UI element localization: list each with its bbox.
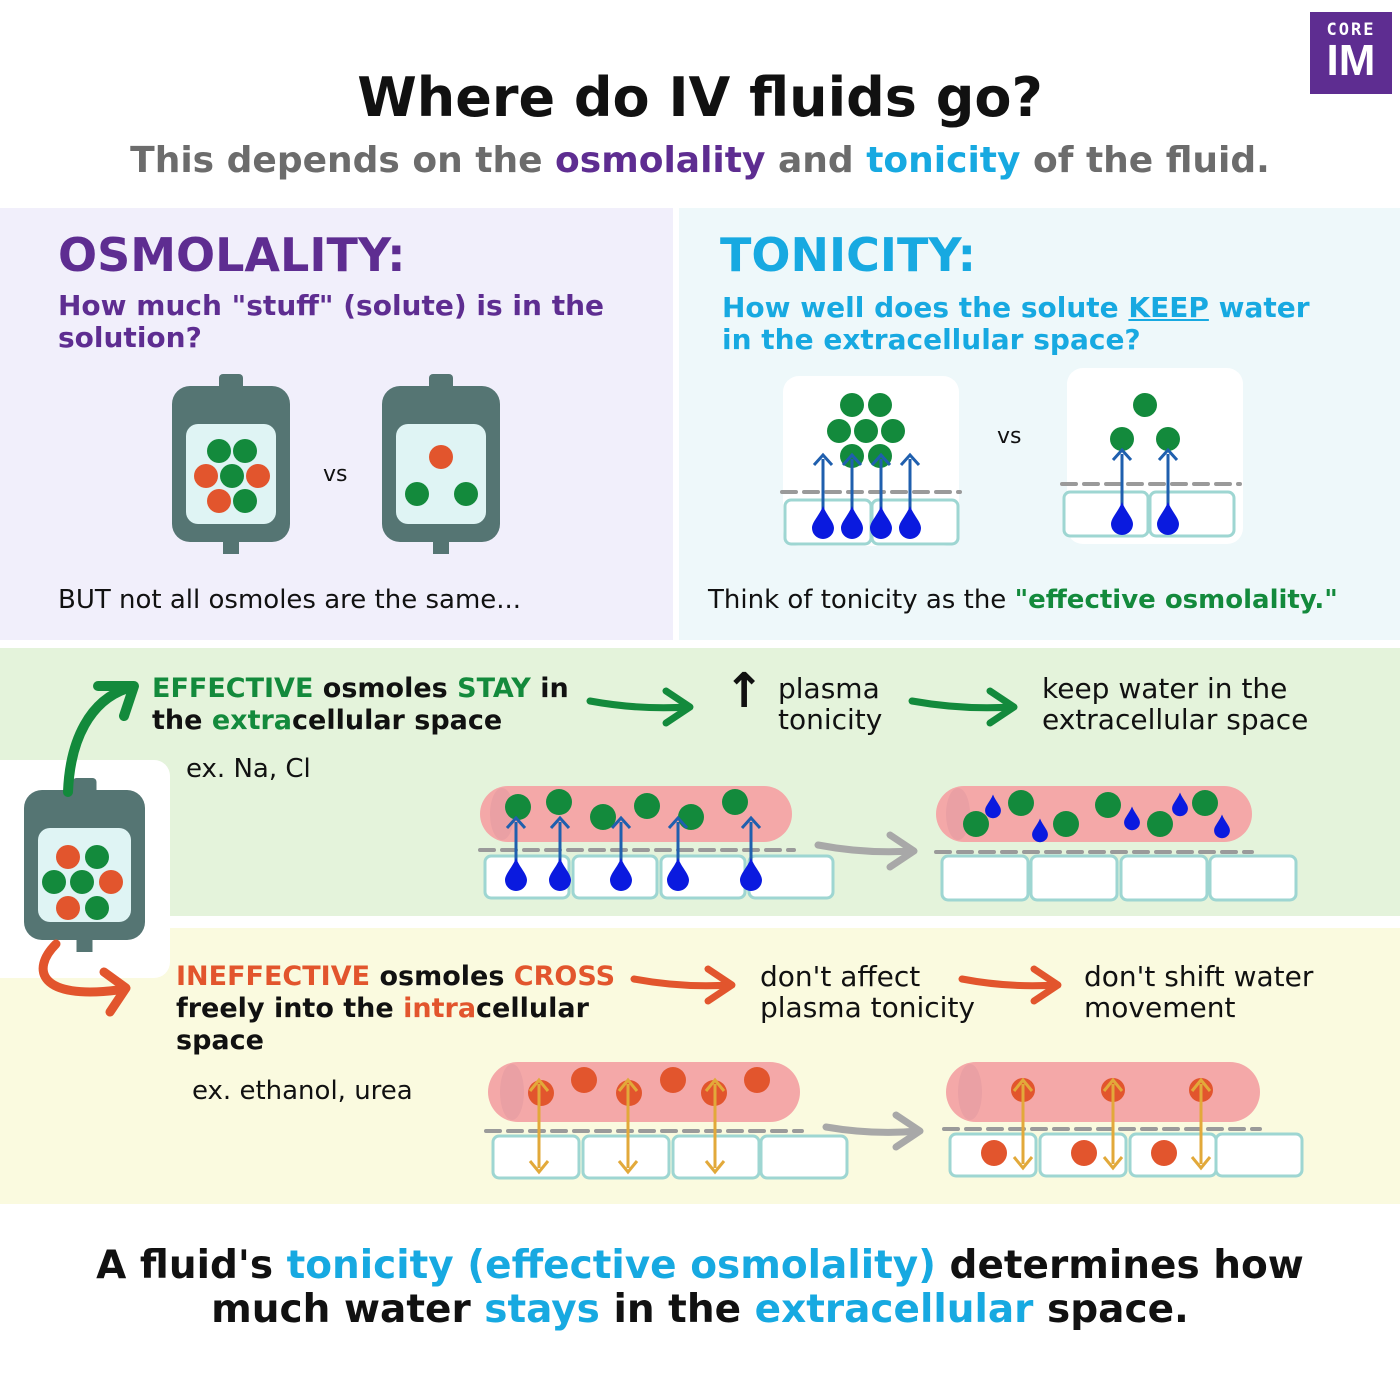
effective-step2: keep water in the extracellular space [1042, 673, 1308, 735]
ineffective-text: cellular [476, 993, 589, 1024]
tonicity-question-text: How well does the solute [722, 291, 1129, 324]
conclusion-extracellular: extracellular [754, 1287, 1034, 1332]
effective-text: osmoles [313, 673, 458, 704]
ineffective-line1: INEFFECTIVE osmoles CROSS [176, 961, 615, 993]
conclusion-text: in the [599, 1287, 755, 1332]
up-arrow-icon: ↑ [724, 663, 765, 719]
logo-top-text: CORE [1326, 20, 1376, 40]
subtitle-text: This depends on the [130, 140, 556, 181]
osmolality-question: How much "stuff" (solute) is in the solu… [58, 290, 604, 354]
effective-step1-line1: plasma [778, 672, 880, 705]
conclusion-text: determines how [935, 1243, 1304, 1288]
tonicity-heading: TONICITY: [720, 228, 977, 282]
core-im-logo: CORE IM [1310, 12, 1392, 94]
subtitle-tonicity: tonicity [866, 140, 1021, 181]
ineffective-step1-line2: plasma tonicity [760, 991, 975, 1024]
osmolality-panel [0, 208, 673, 640]
conclusion: A fluid's tonicity (effective osmolality… [0, 1244, 1400, 1332]
ineffective-intra: intra [403, 993, 477, 1024]
ineffective-line2: freely into the intracellular [176, 993, 615, 1025]
conclusion-line1: A fluid's tonicity (effective osmolality… [0, 1244, 1400, 1288]
tonicity-question-keep: KEEP [1128, 291, 1209, 324]
ineffective-keyword: INEFFECTIVE [176, 961, 371, 992]
subtitle-text: and [765, 140, 867, 181]
tonicity-vs: vs [997, 424, 1022, 449]
effective-step1: plasma tonicity [778, 673, 882, 735]
tonicity-question-line2: in the extracellular space? [722, 323, 1141, 356]
osmolality-note: BUT not all osmoles are the same... [58, 585, 522, 615]
ineffective-step2-line1: don't shift water [1084, 960, 1314, 993]
conclusion-stays: stays [484, 1287, 600, 1332]
ineffective-step2-line2: movement [1084, 991, 1236, 1024]
subtitle-text: of the fluid. [1020, 140, 1270, 181]
effective-line2: the extracellular space [152, 705, 569, 737]
tonicity-question-text: water [1208, 291, 1310, 324]
logo-bottom-text: IM [1326, 36, 1376, 85]
ineffective-text: osmoles [370, 961, 514, 992]
effective-text: in [530, 673, 569, 704]
effective-example: ex. Na, Cl [186, 754, 311, 784]
conclusion-text: space. [1033, 1287, 1189, 1332]
ineffective-example: ex. ethanol, urea [192, 1076, 413, 1106]
page-title: Where do IV fluids go? [357, 66, 1043, 129]
conclusion-line2: much water stays in the extracellular sp… [0, 1288, 1400, 1332]
effective-text: cellular space [292, 705, 503, 736]
ineffective-step1-line1: don't affect [760, 960, 921, 993]
effective-description: EFFECTIVE osmoles STAY in the extracellu… [152, 673, 569, 737]
ineffective-description: INEFFECTIVE osmoles CROSS freely into th… [176, 961, 615, 1057]
effective-line1: EFFECTIVE osmoles STAY in [152, 673, 569, 705]
effective-stay: STAY [457, 673, 531, 704]
iv-bag-card [0, 760, 170, 978]
page-subtitle: This depends on the osmolality and tonic… [0, 140, 1400, 181]
tonicity-note-text: Think of tonicity as the [708, 585, 1015, 615]
tonicity-note-emphasis: "effective osmolality." [1014, 585, 1338, 615]
osmolality-question-line2: solution? [58, 321, 202, 354]
effective-extra: extra [211, 705, 293, 736]
osmolality-question-line1: How much "stuff" (solute) is in the [58, 289, 605, 322]
tonicity-question: How well does the solute KEEP water in t… [722, 292, 1310, 356]
effective-step2-line2: extracellular space [1042, 703, 1309, 736]
effective-step1-line2: tonicity [778, 703, 883, 736]
effective-step2-line1: keep water in the [1042, 672, 1288, 705]
ineffective-step1: don't affect plasma tonicity [760, 961, 975, 1023]
tonicity-question-line1: How well does the solute KEEP water [722, 292, 1310, 324]
conclusion-tonicity: tonicity (effective osmolality) [286, 1243, 936, 1288]
ineffective-line3: space [176, 1025, 264, 1056]
ineffective-step2: don't shift water movement [1084, 961, 1313, 1023]
ineffective-cross: CROSS [513, 961, 616, 992]
conclusion-text: A fluid's [96, 1243, 287, 1288]
effective-text: the [152, 705, 212, 736]
effective-keyword: EFFECTIVE [152, 673, 314, 704]
conclusion-text: much water [211, 1287, 485, 1332]
osmolality-vs: vs [323, 462, 348, 487]
subtitle-osmolality: osmolality [555, 140, 766, 181]
tonicity-note: Think of tonicity as the "effective osmo… [708, 585, 1338, 615]
ineffective-text: freely into the [176, 993, 404, 1024]
osmolality-heading: OSMOLALITY: [58, 228, 406, 282]
